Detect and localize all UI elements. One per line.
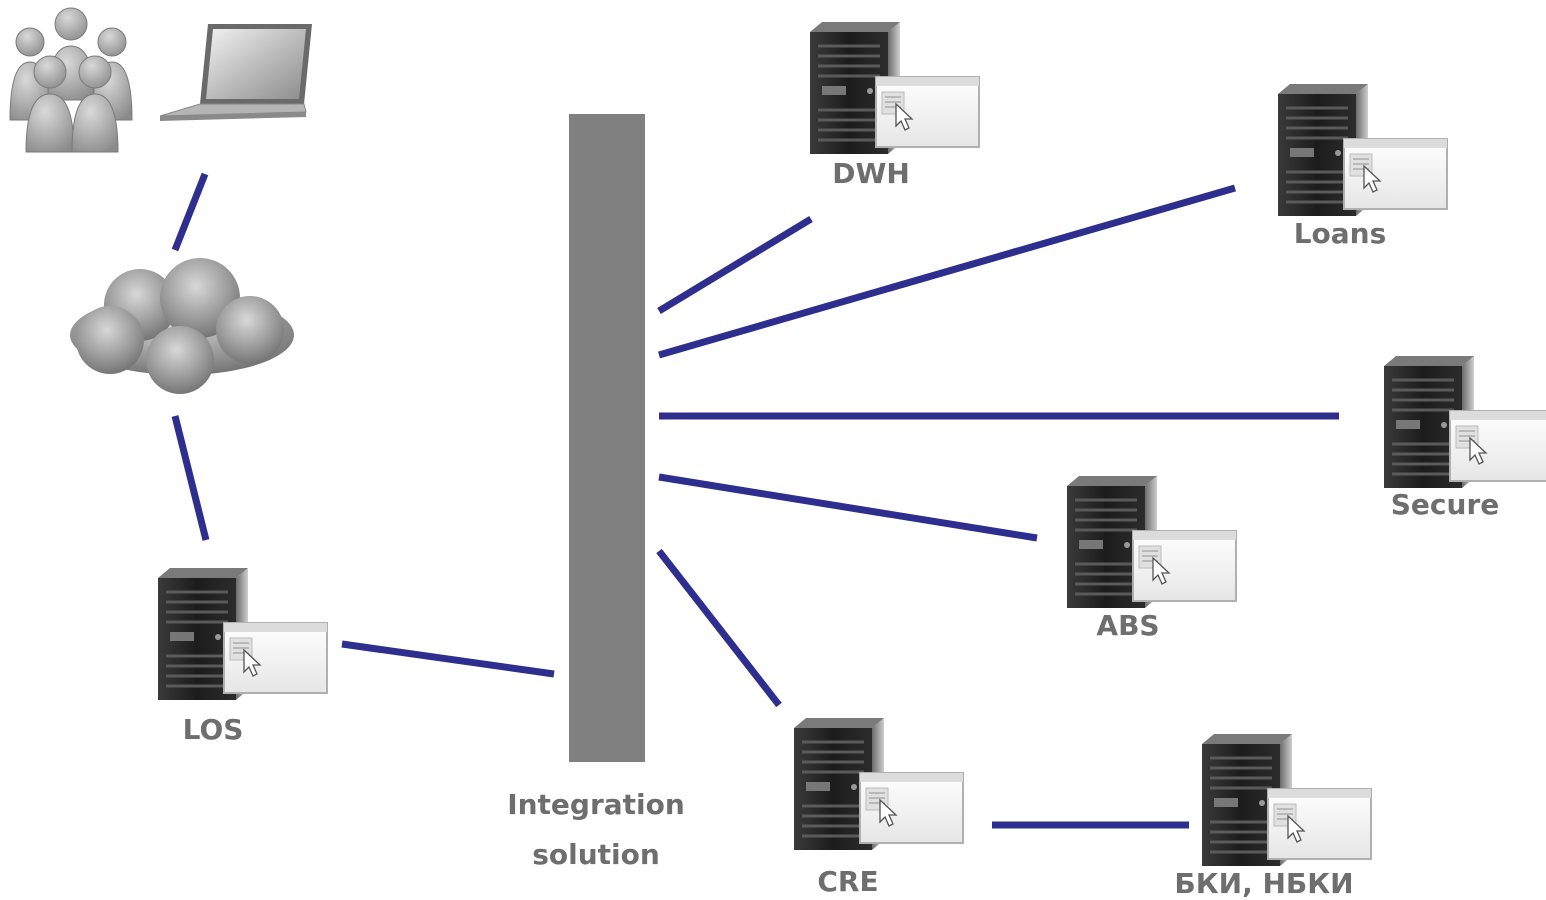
node-label-bki: БКИ, НБКИ [1174,867,1353,900]
secure-server-icon [1382,354,1546,490]
users-icon [9,7,133,153]
hub-label-line2: solution [532,838,660,871]
node-label-los: LOS [183,713,244,746]
connector-hub-cre [656,548,782,708]
cre-server-icon [792,716,965,852]
node-label-loans: Loans [1294,217,1387,250]
laptop-icon [159,24,312,121]
bki-server-icon [1200,732,1373,868]
node-label-secure: Secure [1391,488,1500,521]
cloud-icon [70,258,294,394]
integration-solution-bar [569,114,645,762]
abs-server-icon [1065,474,1238,610]
loans-server-icon [1276,82,1449,218]
hub-label-line1: Integration [507,788,685,821]
node-label-dwh: DWH [832,157,910,190]
connector-hub-abs [658,473,1038,542]
connectors [171,172,1339,829]
connector-cloud-los [171,415,210,541]
connector-hub-dwh [657,216,813,314]
connector-los-hub [341,640,555,678]
connector-laptop-cloud [171,172,209,252]
los-server-icon [156,566,329,702]
dwh-server-icon [808,20,981,156]
node-label-cre: CRE [817,865,878,898]
connector-hub-loans [658,184,1236,359]
node-label-abs: ABS [1096,609,1159,642]
